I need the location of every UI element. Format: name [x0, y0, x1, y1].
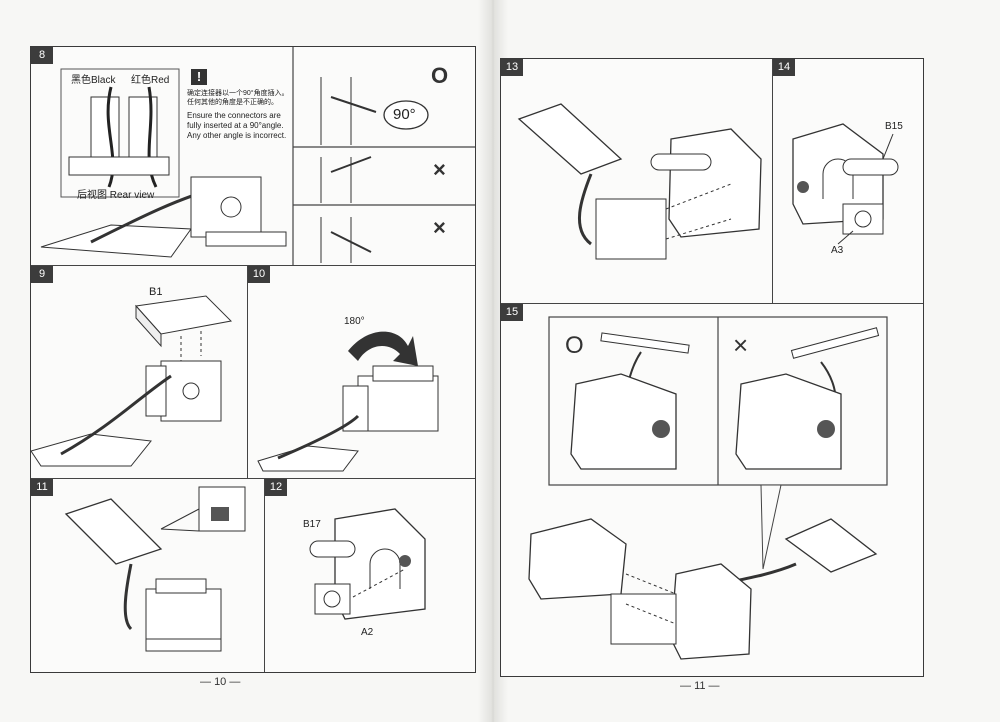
- step-10-panel: 10 180°: [248, 266, 475, 479]
- part-b1: B1: [149, 286, 163, 298]
- wrong-mark-1: ×: [433, 157, 446, 182]
- step-8-illustration: [40, 47, 475, 265]
- angle-label: 90°: [393, 106, 416, 123]
- label-rear-view: 后视图 Rear view: [77, 190, 155, 201]
- step-11-illustration: [64, 486, 246, 652]
- warning-en-1: Ensure the connectors are: [187, 111, 281, 120]
- correct-mark-1: O: [431, 63, 449, 88]
- step-14-illustration: [792, 123, 899, 245]
- warning-icon: !: [191, 69, 207, 85]
- wrong-mark-15: ×: [733, 330, 749, 360]
- step-8-number: 8: [31, 47, 53, 64]
- step-9-panel: 9 B1: [31, 266, 248, 479]
- step-13-illustration: [517, 103, 762, 260]
- left-page-frame: 8: [30, 46, 476, 673]
- part-a3: A3: [831, 245, 844, 256]
- right-page-frame: 13 14 B15: [500, 58, 924, 677]
- correct-mark-15: O: [565, 332, 584, 359]
- step-15-panel: 15 O ×: [501, 304, 923, 676]
- right-page-number: — 11 —: [680, 680, 720, 692]
- step-14-panel: 14 B15 A3: [773, 59, 923, 304]
- step-10-number: 10: [248, 266, 270, 283]
- step-13-number: 13: [501, 59, 523, 76]
- step-11-panel: 11: [31, 479, 265, 672]
- part-b17: B17: [303, 519, 321, 530]
- step-15-number: 15: [501, 304, 523, 321]
- warning-en-3: Any other angle is incorrect.: [187, 131, 287, 140]
- step-13-panel: 13: [501, 59, 773, 304]
- warning-en-2: fully inserted at a 90°angle.: [187, 121, 284, 130]
- part-a2: A2: [361, 627, 374, 638]
- right-page-number-value: 11: [694, 680, 706, 692]
- step-9-number: 9: [31, 266, 53, 283]
- part-b15: B15: [885, 121, 903, 132]
- label-black: 黑色Black: [71, 75, 116, 86]
- step-12-panel: 12 B17 A2: [265, 479, 475, 672]
- step-8-panel: 8: [31, 47, 475, 266]
- step-10-illustration: [257, 331, 439, 472]
- warning-cn-2: 任何其他的角度是不正确的。: [187, 99, 278, 106]
- step-12-illustration: [309, 508, 426, 620]
- rotate-label: 180°: [344, 316, 365, 327]
- left-page-number-value: 10: [214, 676, 227, 688]
- step-12-number: 12: [265, 479, 287, 496]
- step-11-number: 11: [31, 479, 53, 496]
- left-page-number: — 10 —: [200, 676, 241, 688]
- step-15-illustration: [528, 316, 888, 660]
- step-9-illustration: [31, 295, 233, 467]
- wrong-mark-2: ×: [433, 215, 446, 240]
- label-red: 红色Red: [131, 75, 170, 86]
- warning-cn-1: 确定连接器以一个90°角度插入。: [187, 90, 289, 97]
- step-14-number: 14: [773, 59, 795, 76]
